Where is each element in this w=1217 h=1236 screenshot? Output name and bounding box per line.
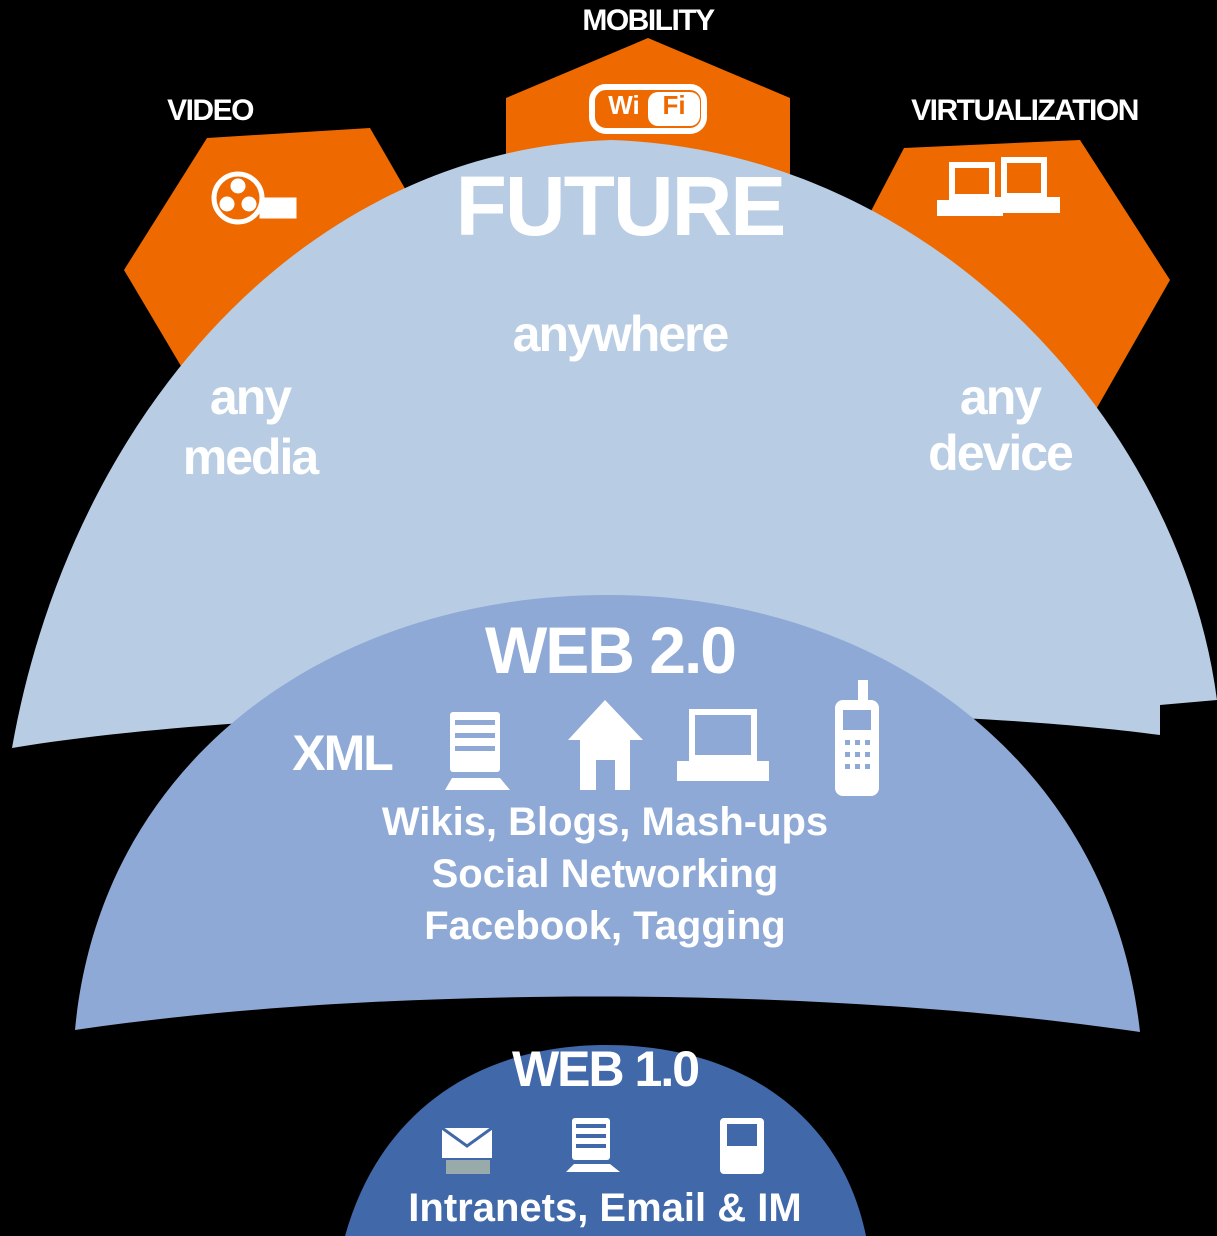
- video-label: VIDEO: [167, 94, 254, 127]
- server-icon: [445, 712, 510, 790]
- wifi-left-text: Wi: [608, 90, 640, 120]
- film-reel-icon: [211, 171, 297, 225]
- email-icon: [441, 1126, 493, 1174]
- web2-line2: Social Networking: [431, 852, 779, 896]
- future-title: FUTURE: [455, 159, 787, 253]
- any-media-line1: any: [209, 369, 292, 425]
- mobile-phone-icon: [835, 680, 879, 796]
- server-icon: [566, 1118, 620, 1172]
- any-media-line2: media: [182, 429, 320, 485]
- web1-title: WEB 1.0: [511, 1041, 700, 1097]
- laptops-icon: [937, 157, 1060, 216]
- any-device-line2: device: [928, 425, 1074, 481]
- desktop-computer-icon: [720, 1118, 764, 1174]
- web2-line1: Wikis, Blogs, Mash-ups: [381, 800, 829, 844]
- web2-line3: Facebook, Tagging: [424, 904, 786, 948]
- wifi-right-text: Fi: [662, 90, 686, 120]
- house-icon: [568, 700, 643, 790]
- laptop-icon: [677, 709, 769, 781]
- mobility-label: MOBILITY: [582, 4, 715, 37]
- future-dome: [12, 140, 1217, 748]
- anywhere-text: anywhere: [512, 306, 730, 362]
- any-device-line1: any: [959, 369, 1042, 425]
- virtualization-label: VIRTUALIZATION: [911, 94, 1139, 127]
- web2-title: WEB 2.0: [484, 613, 737, 687]
- xml-label: XML: [292, 725, 394, 781]
- web1-line1: Intranets, Email & IM: [408, 1186, 802, 1230]
- wifi-icon: [589, 84, 707, 134]
